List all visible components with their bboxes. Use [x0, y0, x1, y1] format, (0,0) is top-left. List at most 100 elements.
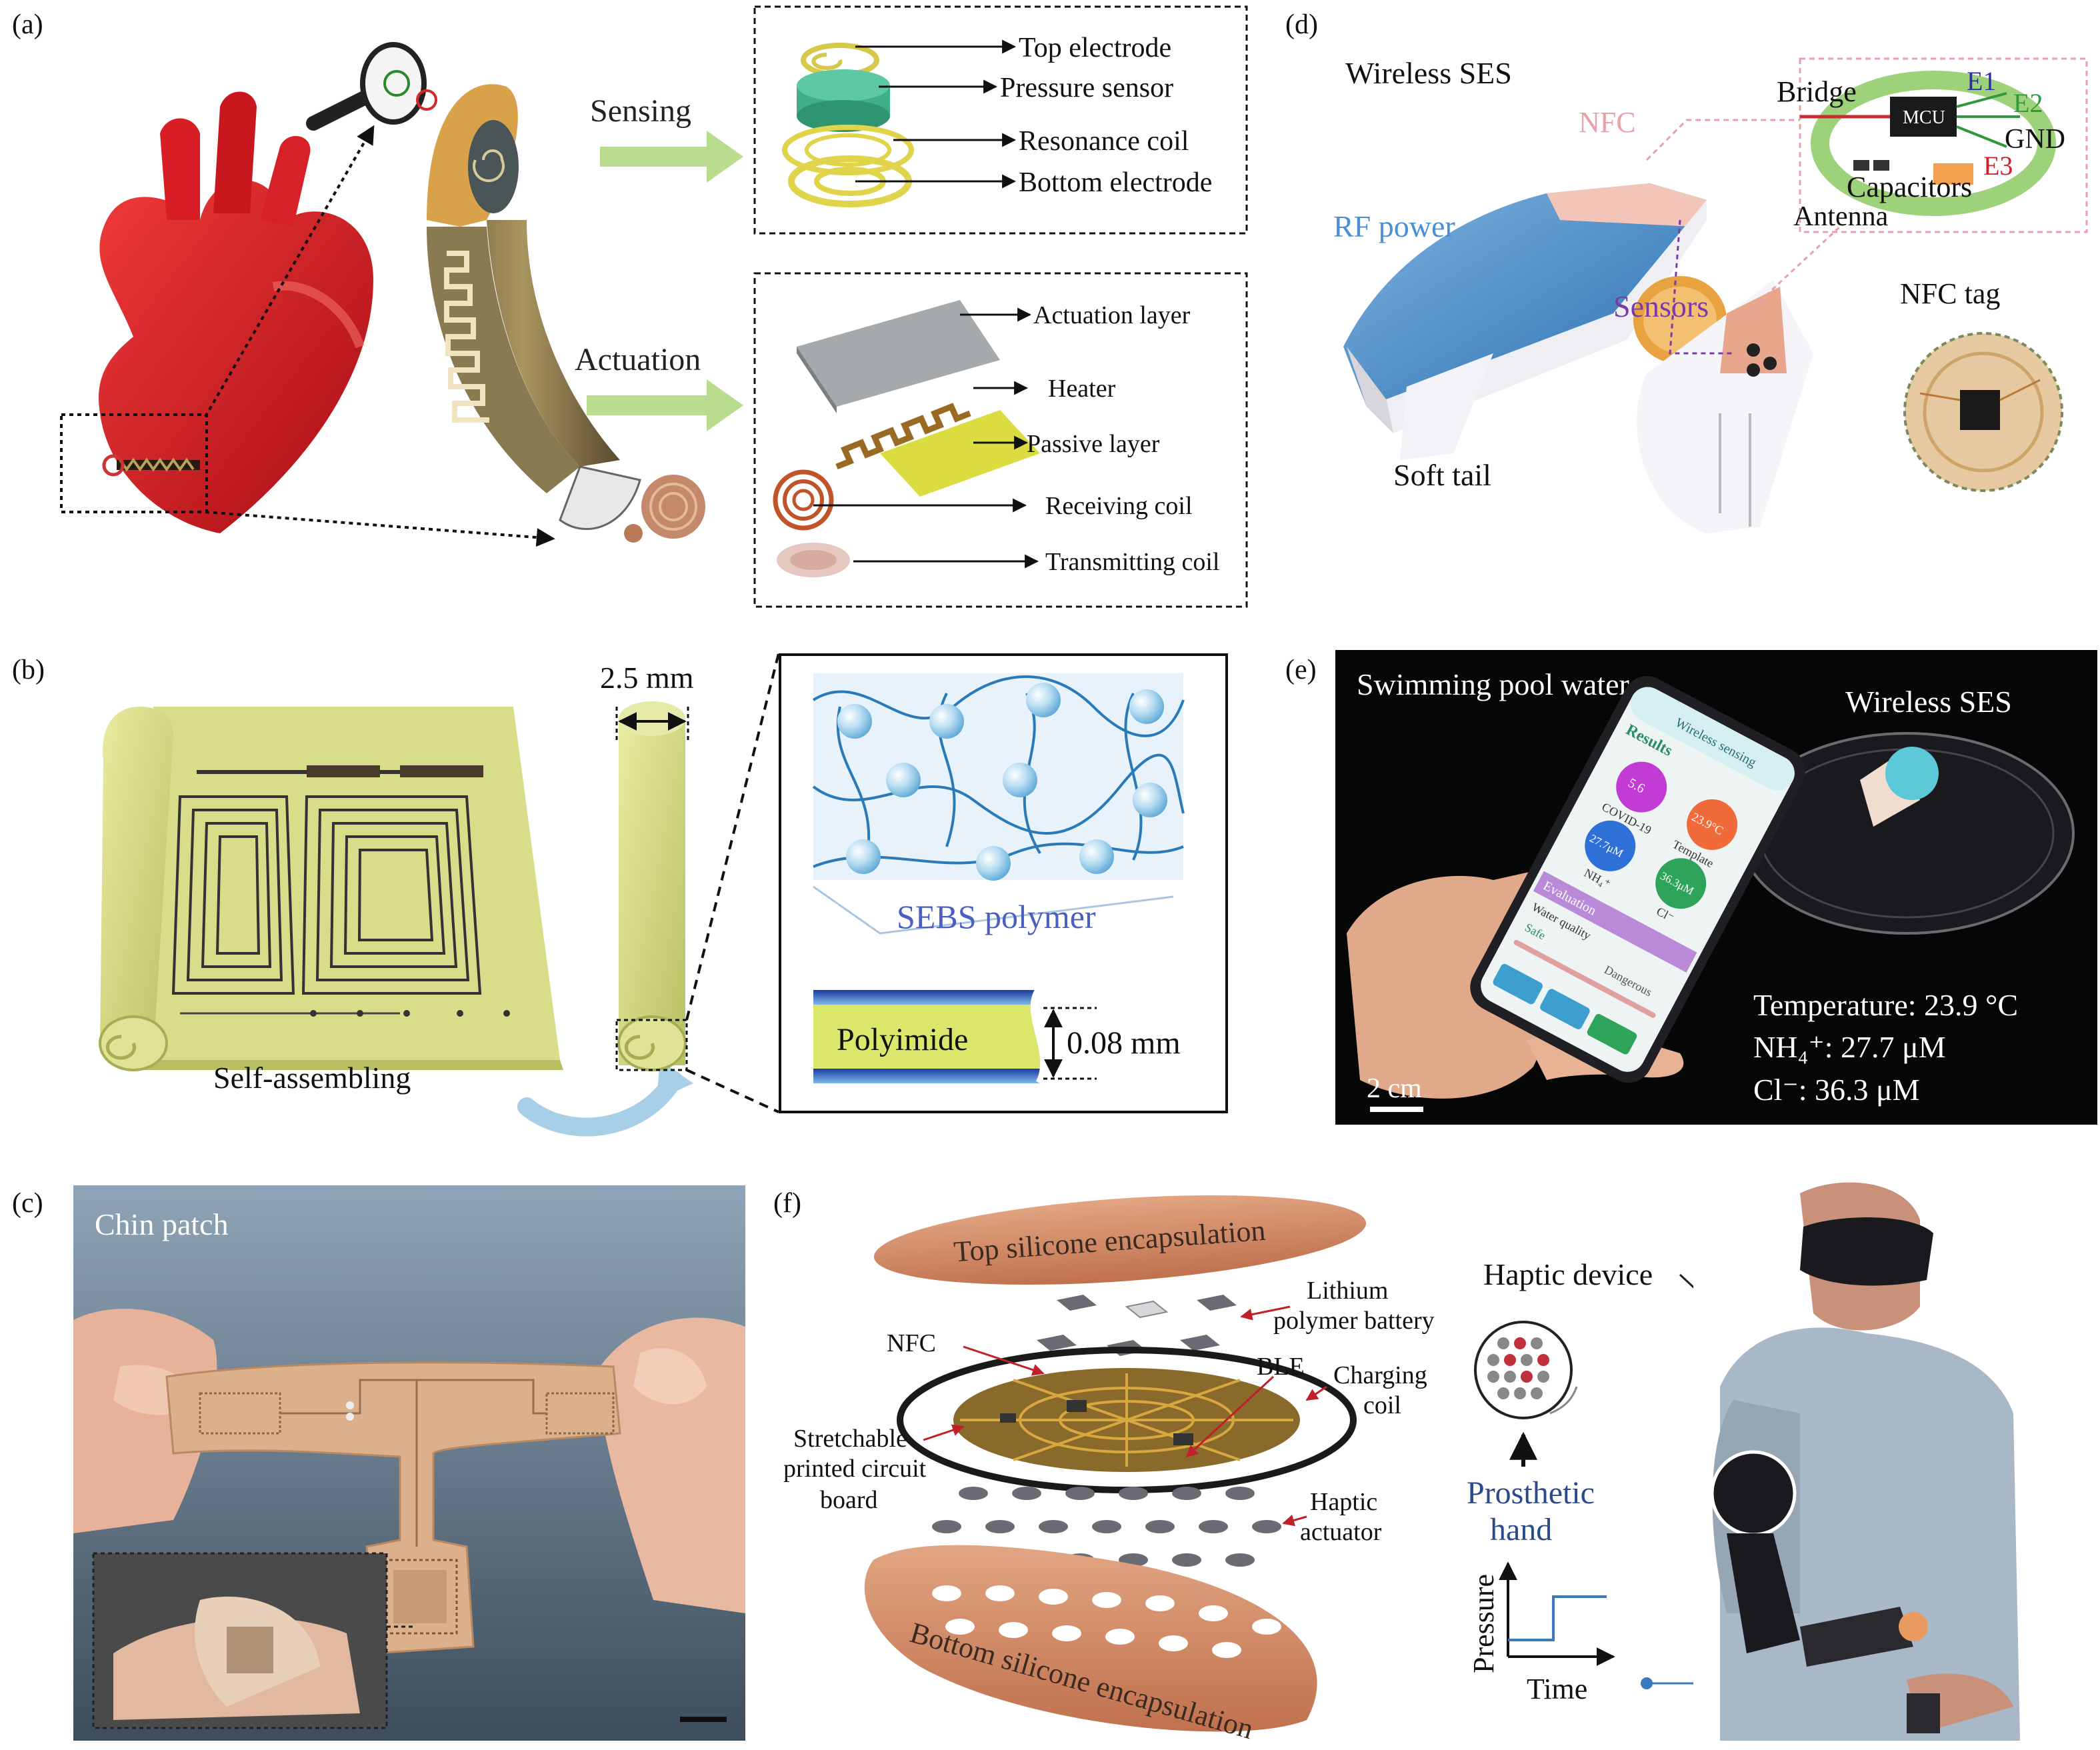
tag-connector: [1745, 225, 1841, 315]
thickness-label: 0.08 mm: [1067, 1025, 1181, 1061]
haptic-actuator-array: [932, 1487, 1281, 1567]
top-encapsulation-layer: [873, 1195, 1367, 1285]
pressure-label: Pressure: [1467, 1574, 1500, 1673]
sensing-layers-box: [753, 5, 1248, 235]
haptic-array-icon: [1474, 1321, 1573, 1419]
nfc-label: NFC: [1579, 106, 1636, 139]
zoom-line-upper: [685, 653, 780, 1021]
hand-pointer-dot: [1641, 1677, 1653, 1689]
charging-label-line1: Charging: [1333, 1361, 1427, 1389]
panel-letter-e: (e): [1285, 655, 1317, 685]
prosthetic-label-line2: hand: [1490, 1512, 1552, 1547]
panel-letter-c: (c): [12, 1188, 43, 1219]
pcb-label-line1: Stretchable: [793, 1425, 907, 1453]
phone: Wireless sensing Results 5.6 COVID-19 23…: [1470, 676, 1805, 1083]
panel-c: (c) Chin patch: [12, 1185, 745, 1741]
nfc-connector: [1645, 119, 1800, 161]
antenna-label: Antenna: [1793, 201, 1889, 232]
rf-power-label: RF power: [1333, 209, 1455, 243]
bottom-encapsulation-layer: [864, 1545, 1317, 1732]
pool-water-title: Swimming pool water: [1357, 667, 1629, 701]
charging-label-line2: coil: [1363, 1391, 1401, 1419]
panel-letter-f: (f): [773, 1188, 801, 1219]
charging-pointer: [1305, 1385, 1327, 1401]
left-fingers: [73, 1309, 217, 1533]
panel-letter-a: (a): [12, 9, 43, 40]
layer-top-electrode: Top electrode: [1019, 33, 1171, 63]
sensing-arrow: [600, 131, 743, 183]
mcu-label: MCU: [1903, 107, 1945, 128]
implant-strip: [427, 84, 705, 543]
cl-readout: Cl⁻: 36.3 μM: [1753, 1073, 1920, 1107]
actuation-label: Actuation: [575, 342, 701, 377]
haptic-pointer: [1282, 1514, 1307, 1527]
right-thumb: [633, 1348, 707, 1405]
haptic-device-label: Haptic device: [1483, 1257, 1653, 1291]
nh4-readout: NH₄⁺: 27.7 μM: [1753, 1030, 1946, 1064]
vibration-arc: [1549, 1386, 1578, 1415]
haptic-label-line1: Haptic: [1310, 1488, 1377, 1516]
self-assembling-label: Self-assembling: [213, 1061, 411, 1095]
sensing-layer-stack: [782, 43, 914, 207]
scale-bar-e: [1370, 1107, 1423, 1112]
sensing-label: Sensing: [590, 93, 691, 129]
actuation-layer-stack: [773, 300, 1040, 577]
rolled-tube: [617, 701, 687, 1071]
e3-label: E3: [1983, 151, 2013, 181]
bridge-label: Bridge: [1777, 75, 1857, 108]
panel-e: (e) Swimming pool water Wireless SES Wir…: [1285, 650, 2097, 1125]
nfc-pointer: [963, 1345, 1045, 1376]
zoom-arrow-lower: [205, 511, 555, 547]
chin-patch-label: Chin patch: [95, 1207, 229, 1241]
layer-actuation: Actuation layer: [1033, 301, 1191, 329]
layer-pressure-sensor: Pressure sensor: [1000, 73, 1173, 103]
rolled-sheet: [99, 707, 563, 1071]
person-photo: [1693, 1182, 2097, 1741]
pressure-step-trace: [1508, 1595, 1607, 1641]
ses-device-photo: [1343, 183, 1813, 533]
chin-patch: [165, 1361, 621, 1655]
prosthetic-label-line1: Prosthetic: [1467, 1475, 1595, 1511]
nfc-label-f: NFC: [887, 1329, 936, 1357]
soft-tail-label: Soft tail: [1393, 458, 1491, 492]
polyimide-label: Polyimide: [837, 1022, 968, 1057]
layer-heater: Heater: [1048, 375, 1116, 403]
e2-label: E2: [2013, 88, 2043, 118]
panel-a: (a): [12, 5, 1248, 608]
right-fingers: [599, 1317, 745, 1613]
panel-b: (b) Self-assembling: [12, 653, 1228, 1137]
battery-label-line1: Lithium: [1307, 1277, 1388, 1305]
pcb-label-line3: board: [820, 1486, 878, 1514]
layer-passive: Passive layer: [1027, 430, 1160, 458]
heart-illustration: [99, 91, 373, 533]
sensors-label: Sensors: [1613, 289, 1709, 323]
circuit-schematic: [1800, 71, 2056, 216]
layer-resonance-coil: Resonance coil: [1019, 126, 1189, 157]
wireless-ses-label-e: Wireless SES: [1845, 685, 2012, 719]
battery-label-line2: polymer battery: [1273, 1307, 1435, 1335]
sensor-head: [1885, 747, 1939, 800]
actuation-layers-box: [753, 272, 1248, 608]
polyimide-stack: [813, 987, 1050, 1086]
tube-zoom-box: [615, 1019, 688, 1071]
temperature-readout: Temperature: 23.9 °C: [1753, 988, 2018, 1022]
time-label: Time: [1527, 1673, 1587, 1705]
scale-bar-label-e: 2 cm: [1367, 1073, 1422, 1104]
capacitors-label: Capacitors: [1847, 171, 1972, 203]
inset-mesh: [227, 1627, 273, 1673]
panel-letter-b: (b): [12, 655, 45, 685]
schematic-box: [1799, 57, 2088, 233]
wireless-ses-title: Wireless SES: [1345, 56, 1512, 90]
layer-receiving-coil: Receiving coil: [1045, 492, 1193, 520]
scale-bar-c: [680, 1717, 727, 1722]
layer-bottom-electrode: Bottom electrode: [1019, 167, 1212, 198]
haptic-label-line2: actuator: [1300, 1518, 1382, 1546]
e1-label: E1: [1967, 66, 1996, 96]
layer-transmitting-coil: Transmitting coil: [1045, 548, 1219, 576]
gnd-label: GND: [2005, 124, 2065, 155]
sensors-connector: [1669, 219, 1733, 355]
panel-d: (d) Wireless SES NFC tag: [1285, 9, 2088, 533]
nfc-tag-label: NFC tag: [1900, 277, 2000, 310]
pcb-pointer: [923, 1424, 965, 1441]
